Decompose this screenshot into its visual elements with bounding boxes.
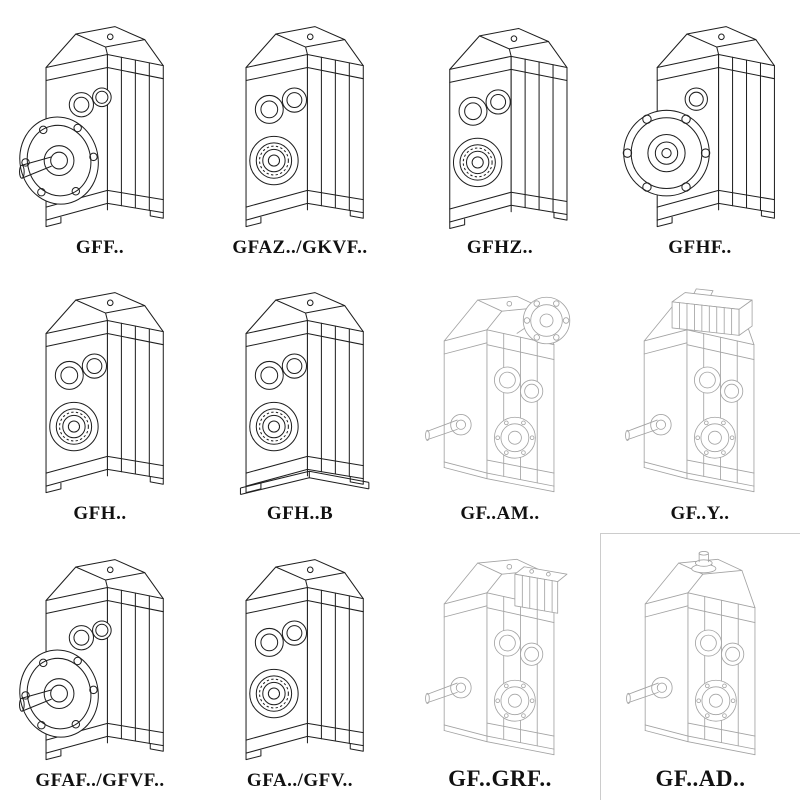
gearbox-front-flange-drawing [612, 21, 788, 235]
model-label: GF..AM.. [460, 503, 540, 525]
model-label: GFH.. [73, 503, 127, 525]
model-label: GFAZ../GKVF.. [232, 236, 368, 258]
gearbox-hollow-shaft-drawing [212, 554, 388, 768]
model-label: GFH..B [266, 503, 334, 525]
gearbox-grf-adapter-drawing [412, 550, 588, 764]
gearbox-hollow-shaft-base-drawing [212, 287, 388, 501]
gearmotor-drawing [612, 287, 788, 501]
model-label: GFHZ.. [466, 236, 534, 258]
catalog-cell: GF..AD.. [600, 533, 800, 800]
model-label: GF..AD.. [655, 765, 746, 791]
catalog-cell: GFAZ../GKVF.. [200, 0, 400, 267]
gearbox-hollow-shaft-drawing [212, 21, 388, 235]
gearbox-iec-adapter-drawing [412, 287, 588, 501]
catalog-cell: GF..AM.. [400, 267, 600, 534]
gearbox-output-flange-drawing [12, 554, 188, 768]
model-label: GF..Y.. [670, 503, 730, 525]
model-label: GFAF../GFVF.. [35, 769, 165, 791]
catalog-cell: GFAF../GFVF.. [0, 533, 200, 800]
catalog-cell: GFHF.. [600, 0, 800, 267]
model-label: GFHF.. [668, 236, 732, 258]
gearbox-input-shaft-adapter-drawing [613, 550, 789, 764]
catalog-cell: GF..GRF.. [400, 533, 600, 800]
catalog-cell: GFF.. [0, 0, 200, 267]
model-label: GFA../GFV.. [246, 769, 354, 791]
catalog-cell: GFH.. [0, 267, 200, 534]
gearbox-hollow-shaft-drawing [12, 287, 188, 501]
catalog-cell: GFH..B [200, 267, 400, 534]
model-label: GFF.. [75, 236, 125, 258]
gearbox-output-flange-drawing [12, 21, 188, 235]
catalog-cell: GFHZ.. [400, 0, 600, 267]
catalog-cell: GF..Y.. [600, 267, 800, 534]
catalog-cell: GFA../GFV.. [200, 533, 400, 800]
gearbox-shaft-mounted-drawing [412, 21, 588, 235]
model-label: GF..GRF.. [448, 765, 552, 791]
